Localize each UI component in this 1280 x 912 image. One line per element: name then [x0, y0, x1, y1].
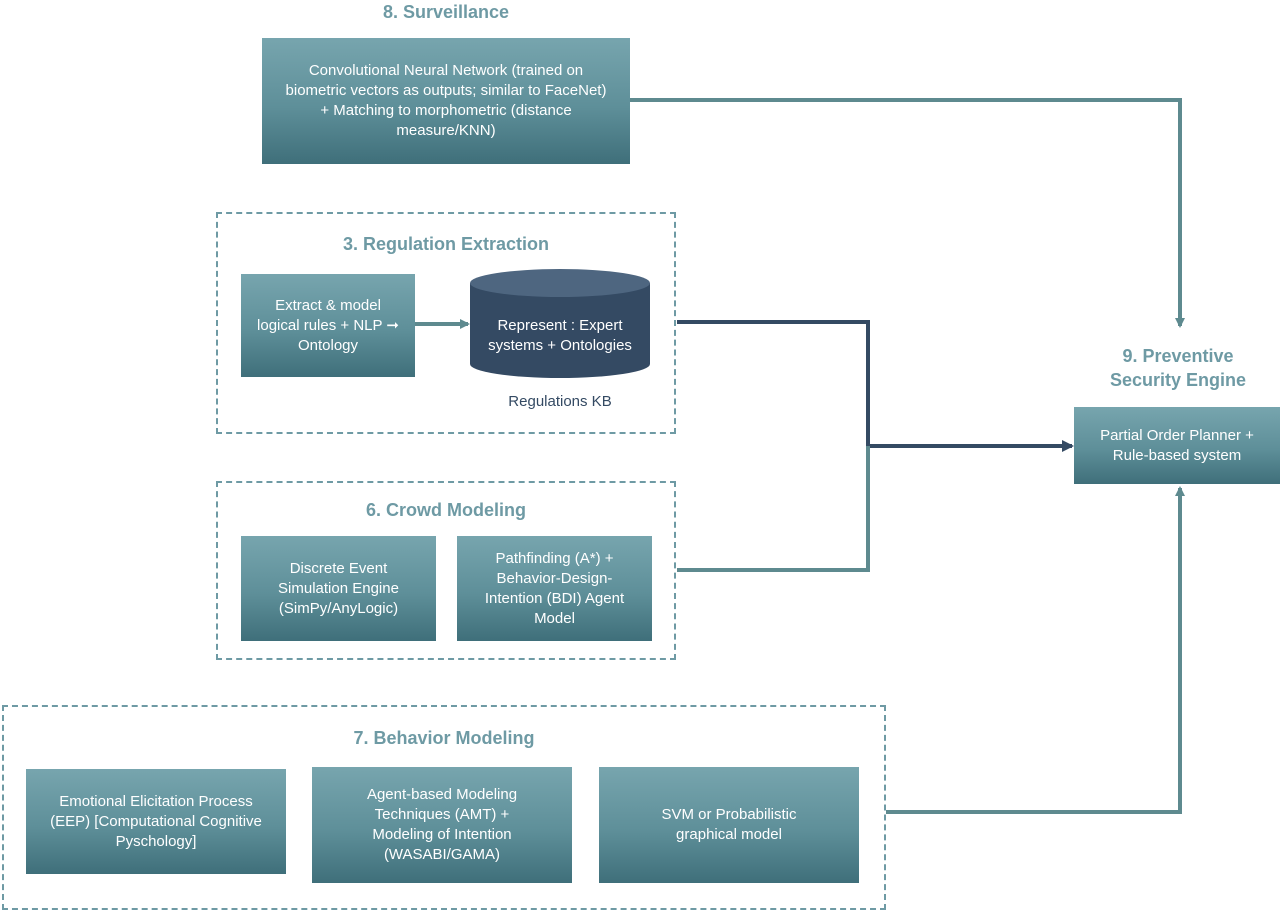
svm-probabilistic-box: SVM or Probabilistic graphical model: [599, 767, 859, 883]
crowd-to-engine-connector: [677, 446, 870, 572]
discrete-event-simulation-box: Discrete Event Simulation Engine (SimPy/…: [241, 536, 436, 641]
behavior-modeling-group: [2, 705, 886, 910]
regulations-kb-caption: Regulations KB: [508, 393, 612, 410]
crowd-modeling-group: [216, 481, 676, 660]
surveillance-to-engine-connector: [630, 98, 1185, 328]
regulation-extraction-title: 3. Regulation Extraction: [342, 234, 550, 254]
partial-order-planner-box: Partial Order Planner + Rule-based syste…: [1074, 407, 1280, 484]
surveillance-title: 8. Surveillance: [382, 2, 510, 22]
kb-represent-text: Represent : Expert systems + Ontologies: [488, 317, 632, 354]
kb-to-engine-connector: [677, 320, 1074, 452]
extract-rules-box: Extract & model logical rules + NLP ➞ On…: [241, 274, 415, 377]
behavior-to-engine-connector: [886, 486, 1185, 814]
crowd-modeling-title: 6. Crowd Modeling: [366, 500, 526, 520]
pathfinding-bdi-box: Pathfinding (A*) + Behavior-Design-Inten…: [457, 536, 652, 641]
emotional-elicitation-box: Emotional Elicitation Process (EEP) [Com…: [26, 769, 286, 874]
regulation-extraction-group: [216, 212, 676, 434]
regulations-kb-database-icon: [470, 269, 650, 378]
surveillance-cnn-box: Convolutional Neural Network (trained on…: [262, 38, 630, 164]
agent-based-modeling-box: Agent-based Modeling Techniques (AMT) + …: [312, 767, 572, 883]
preventive-security-engine-title: 9. Preventive Security Engine: [1109, 346, 1247, 390]
behavior-modeling-title: 7. Behavior Modeling: [353, 728, 535, 748]
